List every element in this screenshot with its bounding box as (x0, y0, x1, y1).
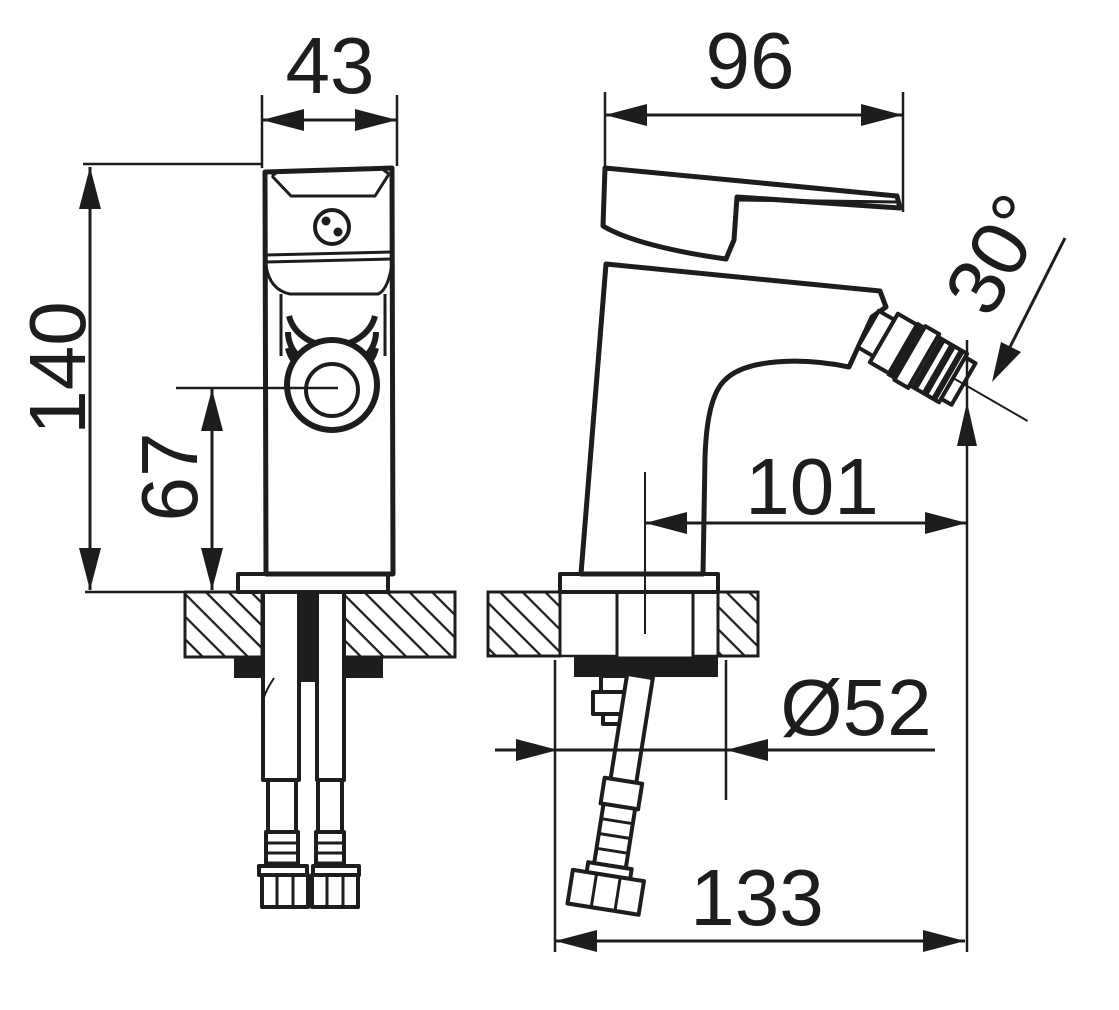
side-lever-handle (600, 165, 903, 262)
side-locknut-plate (574, 657, 718, 677)
side-body (578, 261, 889, 577)
dim-outlet-height-label: 67 (125, 433, 214, 522)
front-mounting-hardware (234, 590, 383, 909)
arrow-up-icon (79, 167, 101, 209)
front-shank-gap (299, 592, 317, 682)
arrow-right-icon (923, 930, 965, 952)
front-hose-left (266, 778, 298, 834)
dim-lever-length: 96 (603, 16, 905, 212)
dim-spout-reach-label: 101 (745, 442, 878, 531)
arrow-left-icon (726, 739, 768, 761)
side-hose-threads (592, 801, 638, 871)
side-aerator-30deg (855, 308, 1029, 422)
aerator-axis-line (951, 376, 1029, 422)
front-counter-hatch-left (183, 590, 264, 659)
side-counter-hatch-right (716, 590, 760, 658)
front-supply-pipe-right (315, 590, 346, 782)
front-view (85, 165, 457, 909)
arrow-right-icon (355, 109, 397, 131)
dim-spout-reach: 101 (645, 442, 967, 534)
side-supply-hose (565, 671, 655, 917)
arrow-down-icon (79, 548, 101, 590)
dim-total-height: 140 (13, 162, 263, 590)
front-handle-detail (270, 166, 391, 246)
arrow-left-icon (645, 512, 687, 534)
arrow-left-icon (555, 930, 597, 952)
arrow-right-icon (861, 104, 903, 126)
side-mounting-hardware (565, 590, 718, 917)
arrow-right-icon (516, 739, 558, 761)
dim-total-height-label: 140 (13, 301, 102, 434)
front-escutcheon (236, 572, 390, 594)
front-hex-nut-left (260, 873, 310, 909)
dim-handle-width: 43 (260, 21, 399, 168)
dim-overall-depth: 133 (555, 853, 965, 952)
side-escutcheon (558, 572, 720, 594)
arrow-up-icon (957, 402, 977, 446)
front-hose-right (316, 778, 344, 834)
side-counter-section (486, 590, 760, 658)
side-shank (615, 590, 695, 660)
arrow-right-icon (925, 512, 967, 534)
arrow-down-icon (201, 548, 223, 590)
side-view (486, 165, 1029, 917)
front-counter-hatch-right (342, 590, 457, 659)
front-mounting-clip (260, 677, 275, 725)
arrow-left-icon (262, 109, 304, 131)
dim-handle-width-label: 43 (286, 21, 375, 110)
front-hex-nut-right (310, 873, 360, 909)
side-hex-nut (565, 867, 646, 917)
dim-base-diameter-label: Ø52 (780, 663, 931, 752)
front-aerator (284, 315, 380, 433)
front-counter-section (85, 590, 457, 659)
dim-overall-depth-label: 133 (690, 853, 823, 942)
arrow-up-icon (201, 389, 223, 431)
front-collar-detail (264, 250, 394, 356)
dim-base-diameter: Ø52 (495, 660, 935, 952)
handle-screw-icon (313, 208, 351, 246)
arrow-left-icon (605, 104, 647, 126)
arrow-leader-icon (992, 342, 1021, 382)
dim-outlet-height: 67 (125, 386, 338, 590)
dim-lever-length-label: 96 (706, 16, 795, 105)
side-counter-hatch-left (486, 590, 562, 658)
